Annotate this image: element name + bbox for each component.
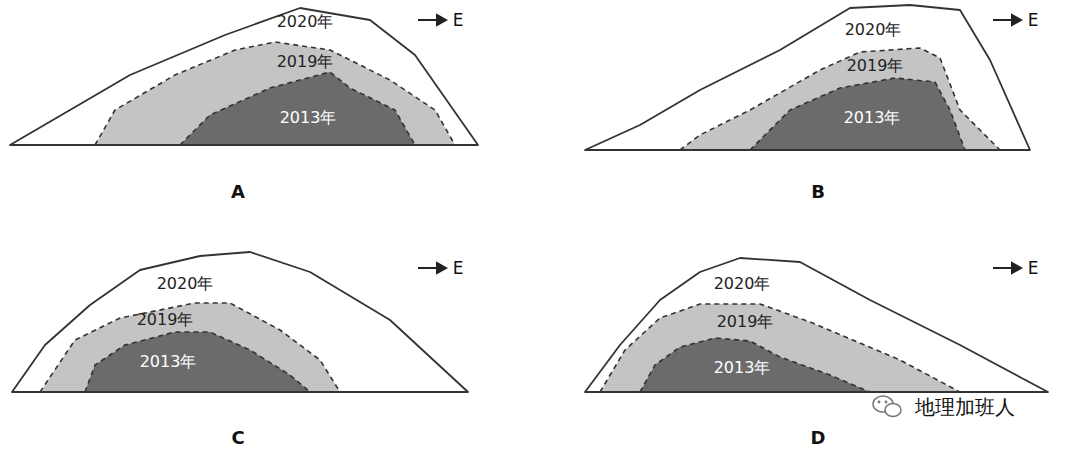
region-outline	[180, 72, 415, 145]
panel-letter: B	[811, 183, 825, 201]
region-shape: 2013年	[750, 78, 965, 150]
panel-letter: D	[811, 429, 826, 447]
direction-label: E	[453, 260, 464, 277]
panel-letter: A	[231, 183, 245, 201]
region-shape: 2020年 2019年 2013年	[12, 252, 468, 392]
year-label: 2013年	[140, 354, 197, 370]
region-shape: 2013年	[180, 72, 415, 145]
year-label: 2020年	[277, 14, 334, 30]
year-label: 2013年	[714, 360, 771, 376]
region-shape: 2019年 2013年	[40, 303, 340, 392]
year-label: 2019年	[717, 314, 774, 330]
region-shape: 2020年 2019年 2013年	[10, 8, 478, 145]
region-shape: 2019年 2013年	[680, 48, 1000, 150]
year-label: 2019年	[277, 54, 334, 70]
region-outline	[85, 332, 310, 392]
region-shape: 2020年 2019年 2013年	[585, 258, 1048, 392]
year-label: 2020年	[714, 276, 771, 292]
region-shape: 2013年	[640, 338, 870, 392]
direction-label: E	[1028, 260, 1039, 277]
region-shape: 2013年	[85, 332, 310, 392]
year-label: 2019年	[137, 312, 194, 328]
region-shape: 2019年 2013年	[95, 42, 455, 145]
panel-letter: C	[231, 429, 244, 447]
year-label: 2013年	[844, 110, 901, 126]
year-label: 2013年	[280, 110, 337, 126]
region-shape: 2019年 2013年	[600, 304, 960, 392]
year-label: 2019年	[847, 58, 904, 74]
direction-label: E	[453, 12, 464, 29]
direction-label: E	[1028, 12, 1039, 29]
wechat-icon	[873, 396, 901, 417]
year-label: 2020年	[157, 276, 214, 292]
region-shape: 2020年 2019年 2013年	[585, 5, 1030, 150]
watermark: 地理加班人	[915, 397, 1015, 417]
year-label: 2020年	[845, 22, 902, 38]
